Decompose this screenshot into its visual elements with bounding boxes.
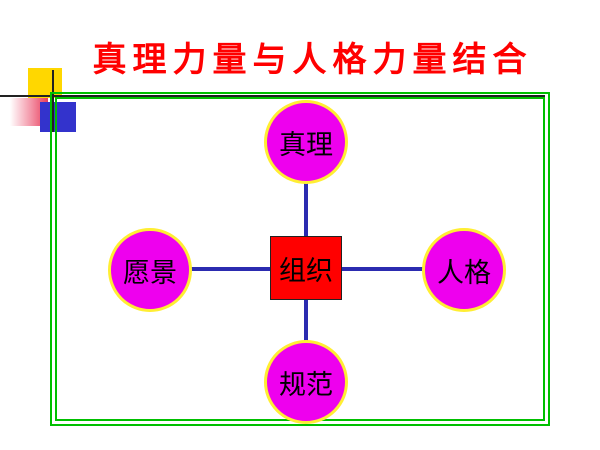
center-organization: 组织 [270, 236, 342, 300]
node-personality-label: 人格 [437, 257, 491, 289]
node-vision-label: 愿景 [123, 257, 177, 289]
node-personality: 人格 [422, 228, 506, 312]
decor-horizontal-line [0, 95, 545, 97]
decor-blue-square [40, 102, 76, 132]
node-truth-label: 真理 [279, 129, 333, 161]
center-organization-label: 组织 [279, 255, 333, 287]
connector-left [188, 267, 272, 271]
connector-top [304, 175, 308, 237]
node-truth: 真理 [264, 100, 348, 184]
diagram-frame-outer [50, 92, 550, 426]
node-norms-label: 规范 [279, 369, 333, 401]
decor-vertical-line [52, 70, 54, 132]
slide-title: 真理力量与人格力量结合 [92, 40, 533, 80]
node-norms: 规范 [264, 340, 348, 424]
connector-bottom [304, 300, 308, 348]
node-vision: 愿景 [108, 228, 192, 312]
connector-right [339, 267, 424, 271]
